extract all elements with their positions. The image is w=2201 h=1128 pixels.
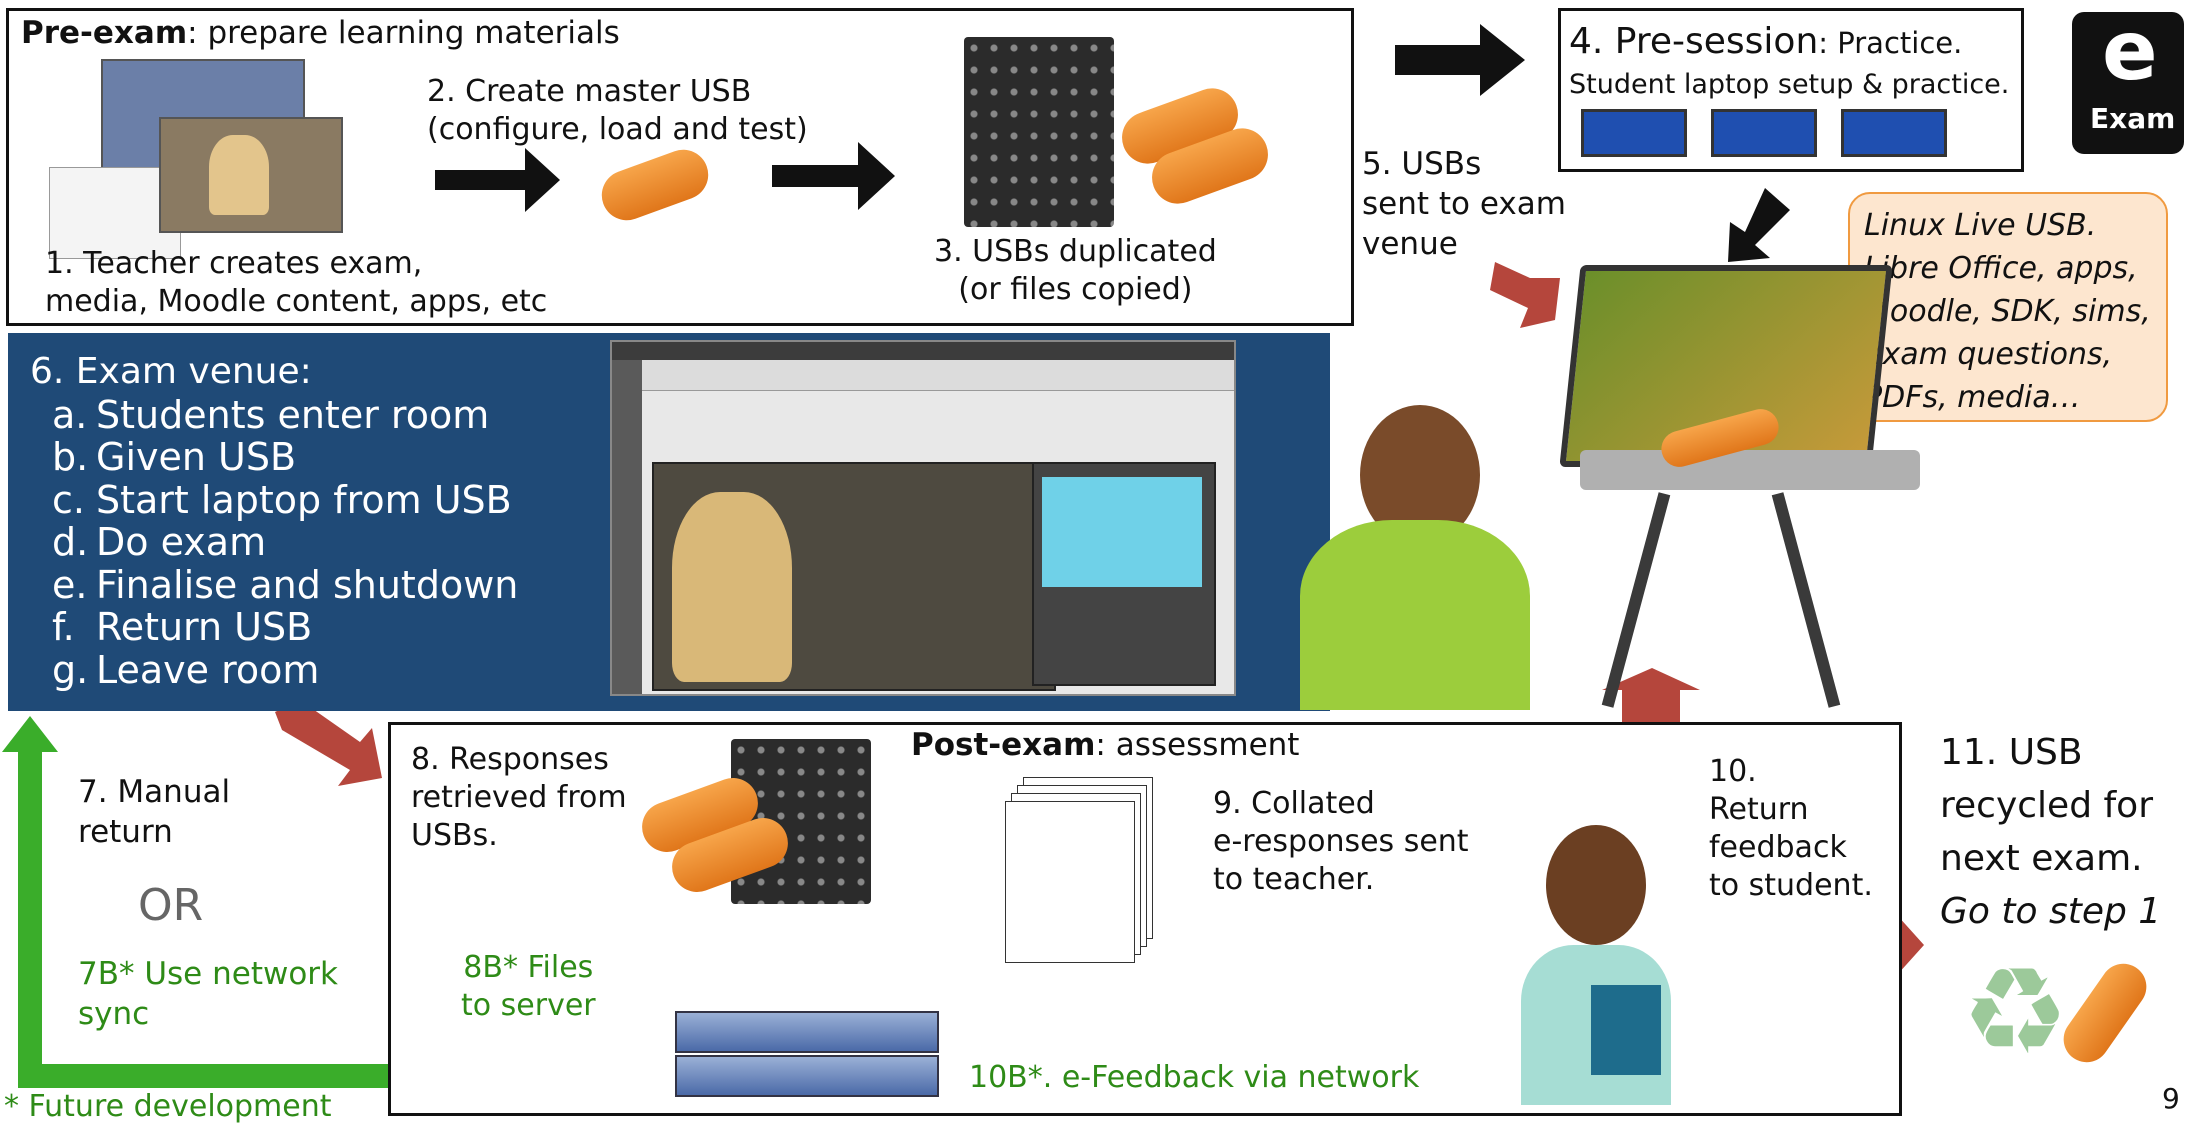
venue-step-a: a.Students enter room	[52, 392, 490, 437]
step1-label: 1. Teacher creates exam, media, Moodle c…	[45, 246, 548, 319]
arrow-pre-to-session	[1395, 24, 1525, 96]
step10-label: 10. Return feedback to student.	[1709, 754, 1873, 903]
arrow-venue-to-post	[275, 700, 382, 786]
pre-session-subtitle: Student laptop setup & practice.	[1569, 69, 2010, 100]
e-exam-logo: e Exam	[2072, 4, 2184, 154]
step7-label: 7. Manual return	[78, 774, 231, 850]
live-usb-speech-bubble: Linux Live USB. Libre Office, apps, Mood…	[1848, 192, 2168, 422]
arrow-step1-to-2	[435, 148, 560, 212]
logo-letter: e	[2102, 4, 2158, 99]
step10b-label: 10B*. e-Feedback via network	[969, 1060, 1420, 1095]
server-image	[675, 1011, 939, 1097]
step5-label: 5. USBs sent to exam venue	[1362, 146, 1566, 262]
arrow-feedback-up	[1602, 668, 1700, 722]
or-label: OR	[138, 880, 204, 931]
step7b-label: 7B* Use network sync	[78, 956, 339, 1032]
pre-exam-title: Pre-exam: prepare learning materials	[21, 15, 620, 51]
bubble-text: Linux Live USB. Libre Office, apps, Mood…	[1864, 208, 2151, 415]
arrow-session-to-laptop	[1728, 188, 1790, 262]
pre-session-title: 4. Pre-session: Practice.	[1569, 21, 1963, 62]
exam-desktop-screenshot	[610, 340, 1236, 696]
arrow-usbs-to-venue	[1490, 262, 1560, 328]
future-development-note: * Future development	[4, 1089, 332, 1124]
pre-session-box: 4. Pre-session: Practice. Student laptop…	[1558, 8, 2024, 172]
student-laptop-illustration	[1280, 265, 1920, 710]
venue-step-d: d.Do exam	[52, 520, 267, 564]
step3-label: 3. USBs duplicated (or files copied)	[934, 234, 1217, 307]
practice-laptops-image	[1581, 109, 2001, 159]
post-exam-box: Post-exam: assessment 8. Responses retri…	[388, 722, 1902, 1116]
pre-exam-box: Pre-exam: prepare learning materials 1. …	[6, 8, 1354, 326]
venue-step-c: c.Start laptop from USB	[52, 477, 512, 522]
step2-label: 2. Create master USB (configure, load an…	[427, 74, 808, 147]
exam-venue-heading: 6. Exam venue:	[30, 351, 312, 392]
arrow-green-manual-up	[2, 716, 58, 1088]
step9-label: 9. Collated e-responses sent to teacher.	[1213, 786, 1469, 897]
logo-word: Exam	[2090, 102, 2176, 135]
step8-label: 8. Responses retrieved from USBs.	[411, 742, 627, 853]
post-exam-title: Post-exam: assessment	[911, 727, 1300, 763]
teacher-materials-image	[49, 59, 359, 259]
venue-step-e: e.Finalise and shutdown	[52, 562, 519, 607]
arrow-green-to-server	[18, 1040, 655, 1110]
arrow-step2-to-3	[772, 142, 895, 210]
page-number: 9	[2162, 1082, 2180, 1115]
usb-duplicator-image	[964, 37, 1114, 227]
step11-label: 11. USB recycled for next exam. Go to st…	[1940, 732, 2162, 932]
exam-venue-steps: 6. Exam venue: a.Students enter room b.G…	[30, 351, 518, 691]
venue-step-f: f.Return USB	[52, 605, 313, 649]
step8b-label: 8B* Files to server	[461, 950, 596, 1023]
teacher-illustration	[1501, 825, 1691, 1105]
venue-step-b: b.Given USB	[52, 435, 297, 479]
responses-documents-image	[1003, 777, 1153, 967]
venue-step-g: g.Leave room	[52, 647, 320, 692]
recycle-icon: ♻	[1961, 943, 2069, 1082]
